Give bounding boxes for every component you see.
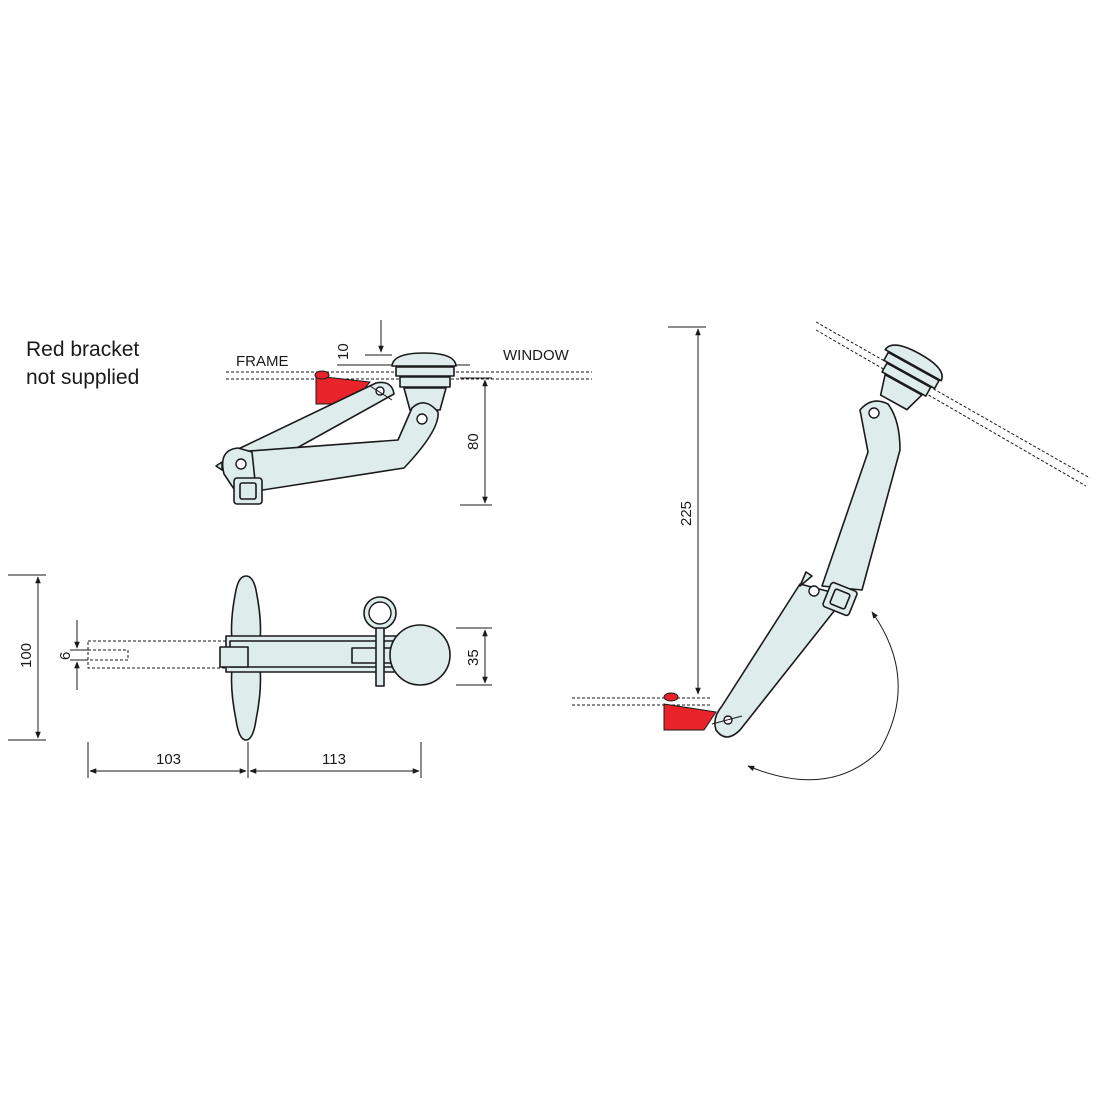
open-knob [879, 344, 943, 411]
open-latch-inner [829, 588, 851, 610]
window-knob-ring [395, 366, 455, 377]
open-window-line-2 [815, 329, 1087, 487]
closed-handle-tip [215, 461, 223, 471]
right-length-dim: 113 [322, 751, 346, 768]
closed-lower-arm [235, 402, 439, 493]
plan-pin-shaft [375, 627, 385, 687]
open-knob-cap [884, 344, 943, 382]
closed-latch-inner [239, 482, 257, 500]
overall-height-dim: 100 [18, 643, 35, 668]
note-line-2: not supplied [26, 366, 140, 389]
body-height-dim: 35 [465, 649, 482, 666]
closed-clip [369, 385, 393, 401]
window-label: WINDOW [503, 347, 570, 364]
plan-clip [219, 646, 249, 668]
window-knob-neck [403, 387, 447, 411]
plan-knob [389, 624, 451, 686]
plan-dashed-slot [87, 649, 129, 661]
red-bracket-note: Red bracket not supplied [26, 336, 139, 392]
closed-handle-pin [235, 458, 247, 470]
rotation-arrow [747, 611, 899, 781]
plan-view: 100 6 35 103 113 [8, 574, 492, 778]
red-bracket-open-bolt [663, 692, 679, 702]
closed-upper-pin [375, 386, 385, 396]
closed-view: FRAME WINDOW 10 80 [215, 320, 592, 506]
open-knob-neck [879, 373, 923, 411]
left-length-dim: 103 [156, 751, 181, 768]
open-knob-ring [883, 351, 940, 390]
open-handle-tip [799, 571, 813, 587]
red-bracket-bolt [314, 370, 330, 380]
open-knob-pin [868, 407, 880, 419]
plan-ring-inner [368, 601, 392, 625]
open-clip [711, 715, 743, 725]
closed-knob-pin [416, 413, 428, 425]
slot-dim: 6 [57, 652, 74, 660]
top-gap-dim: 10 [335, 343, 352, 360]
open-knob-base [881, 362, 932, 397]
open-window-line [815, 321, 1091, 479]
top-height-dim: 80 [465, 433, 482, 450]
open-view: 225 [572, 321, 1091, 781]
red-bracket-open [663, 703, 717, 731]
open-handle-pin [808, 585, 820, 597]
note-line-1: Red bracket [26, 338, 140, 361]
frame-label: FRAME [236, 353, 289, 370]
window-knob-cap [391, 352, 457, 367]
window-knob-base [399, 376, 451, 388]
open-height-dim: 225 [678, 501, 695, 526]
open-upper-arm [821, 400, 901, 591]
plan-dashed-extension [87, 640, 229, 669]
